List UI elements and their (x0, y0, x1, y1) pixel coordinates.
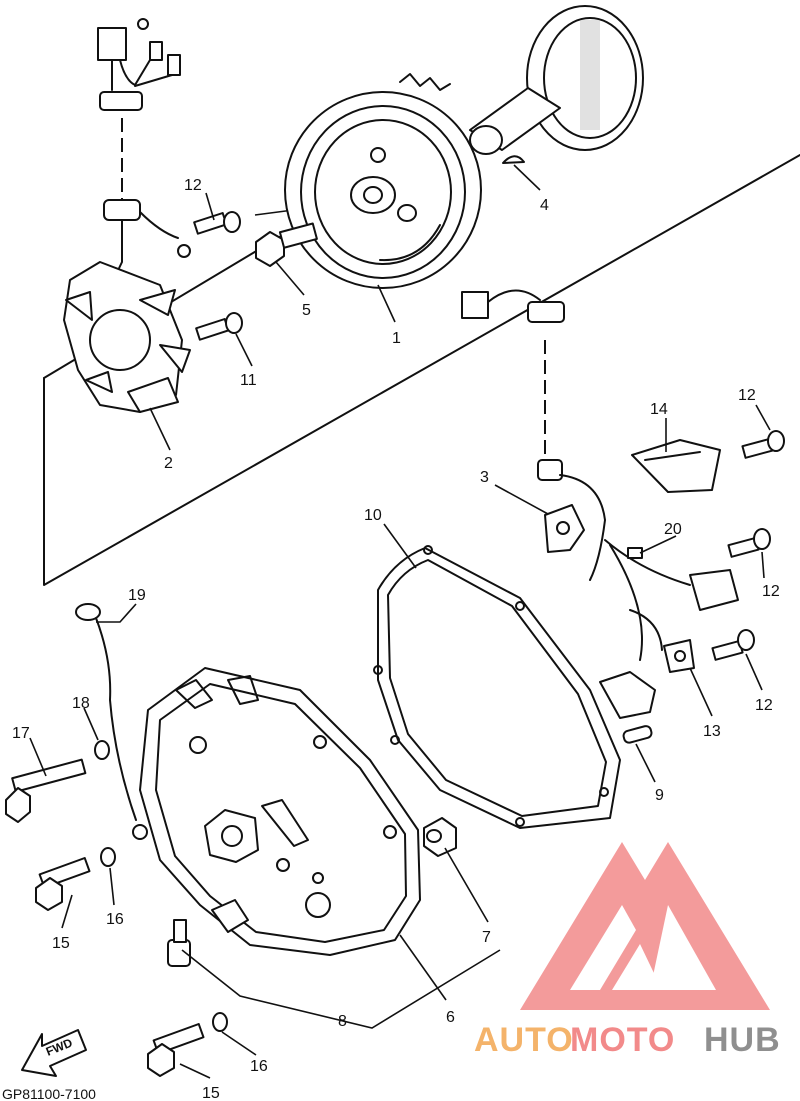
stator-assembly (63, 261, 191, 413)
dowel-pin (622, 725, 653, 744)
callout-20: 20 (664, 521, 682, 538)
callout-18: 18 (72, 695, 90, 712)
callout-5: 5 (302, 302, 311, 319)
washers (94, 740, 228, 1032)
callout-16a: 16 (106, 911, 124, 928)
woodruff-key (502, 155, 525, 164)
callout-12d: 12 (755, 697, 773, 714)
drawing-code: GP81100-7100 (2, 1086, 96, 1101)
watermark-auto: AUTO (474, 1021, 574, 1059)
clamp-bolts (711, 430, 785, 661)
callout-4: 4 (540, 197, 549, 214)
callout-7: 7 (482, 929, 491, 946)
wire-clip (627, 547, 643, 559)
callout-14: 14 (650, 401, 668, 418)
cover-bolts (5, 758, 205, 1077)
stator-coupler (97, 18, 191, 286)
crankshaft (469, 5, 644, 155)
callout-3: 3 (480, 469, 489, 486)
crankcase-cover (139, 667, 421, 956)
lead-holder (663, 639, 695, 673)
callout-2: 2 (164, 455, 173, 472)
callout-12c: 12 (762, 583, 780, 600)
callout-11: 11 (240, 372, 257, 389)
flywheel-rotor (284, 73, 482, 289)
callout-8: 8 (338, 1013, 347, 1030)
callout-17: 17 (12, 725, 30, 742)
callout-15a: 15 (52, 935, 70, 952)
callout-19: 19 (128, 587, 146, 604)
callout-numbers: 1 2 3 4 5 6 7 8 9 10 11 12 12 12 12 13 1… (12, 177, 780, 1101)
callout-10: 10 (364, 507, 382, 524)
callout-13: 13 (703, 723, 721, 740)
watermark-text: AUTO MOTO HUB (474, 1021, 781, 1059)
flywheel-bolt (255, 222, 318, 267)
pickup-coil-wiring (461, 289, 739, 719)
watermark-hub: HUB (704, 1021, 781, 1059)
callout-6: 6 (446, 1009, 455, 1026)
breather-fitting (167, 919, 191, 967)
ground-lead (75, 603, 148, 840)
callout-12a: 12 (184, 177, 202, 194)
callout-15b: 15 (202, 1085, 220, 1101)
cover-bushing (423, 817, 457, 857)
callout-1: 1 (392, 330, 401, 347)
watermark-logo (520, 842, 770, 1010)
leader-lines (29, 164, 771, 1079)
wire-clamp (631, 439, 721, 493)
fwd-arrow-icon: FWD (21, 1029, 87, 1077)
stator-bolts (193, 211, 243, 341)
callout-12b: 12 (738, 387, 756, 404)
callout-16b: 16 (250, 1058, 268, 1075)
callout-9: 9 (655, 787, 664, 804)
gasket (373, 545, 621, 829)
watermark-moto: MOTO (570, 1021, 675, 1059)
